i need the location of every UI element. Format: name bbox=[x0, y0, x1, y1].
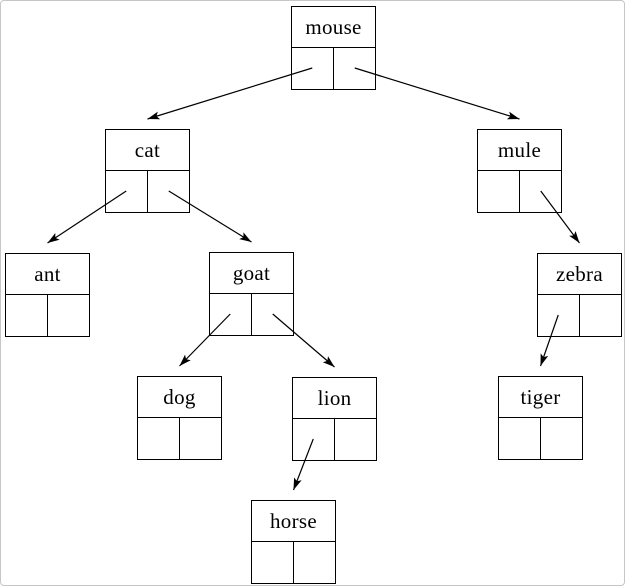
pointer-cells bbox=[538, 295, 621, 336]
left-pointer-cell bbox=[210, 294, 252, 335]
node-label: mule bbox=[478, 130, 561, 171]
right-pointer-cell bbox=[580, 295, 621, 336]
left-pointer-cell bbox=[478, 171, 520, 212]
pointer-cells bbox=[210, 294, 293, 335]
tree-node-lion: lion bbox=[292, 377, 377, 461]
tree-node-zebra: zebra bbox=[537, 253, 622, 337]
tree-node-mule: mule bbox=[477, 129, 562, 213]
edge-mouse-cat bbox=[147, 67, 313, 120]
pointer-cells bbox=[292, 48, 375, 89]
left-pointer-cell bbox=[499, 418, 541, 459]
left-pointer-cell bbox=[6, 295, 48, 336]
node-label: zebra bbox=[538, 254, 621, 295]
edge-mouse-mule bbox=[354, 67, 520, 120]
pointer-cells bbox=[499, 418, 582, 459]
node-label: horse bbox=[252, 501, 335, 542]
left-pointer-cell bbox=[538, 295, 580, 336]
tree-node-goat: goat bbox=[209, 252, 294, 336]
left-pointer-cell bbox=[252, 542, 294, 583]
pointer-cells bbox=[293, 419, 376, 460]
right-pointer-cell bbox=[334, 48, 375, 89]
pointer-cells bbox=[478, 171, 561, 212]
tree-node-horse: horse bbox=[251, 500, 336, 584]
right-pointer-cell bbox=[335, 419, 376, 460]
tree-node-tiger: tiger bbox=[498, 376, 583, 460]
right-pointer-cell bbox=[252, 294, 293, 335]
pointer-cells bbox=[6, 295, 89, 336]
node-label: ant bbox=[6, 254, 89, 295]
tree-node-ant: ant bbox=[5, 253, 90, 337]
left-pointer-cell bbox=[293, 419, 335, 460]
left-pointer-cell bbox=[106, 171, 148, 212]
left-pointer-cell bbox=[292, 48, 334, 89]
node-label: tiger bbox=[499, 377, 582, 418]
left-pointer-cell bbox=[138, 418, 180, 459]
tree-node-cat: cat bbox=[105, 129, 190, 213]
tree-node-dog: dog bbox=[137, 376, 222, 460]
node-label: goat bbox=[210, 253, 293, 294]
right-pointer-cell bbox=[180, 418, 221, 459]
pointer-cells bbox=[252, 542, 335, 583]
right-pointer-cell bbox=[148, 171, 189, 212]
node-label: cat bbox=[106, 130, 189, 171]
pointer-cells bbox=[106, 171, 189, 212]
node-label: dog bbox=[138, 377, 221, 418]
right-pointer-cell bbox=[48, 295, 89, 336]
right-pointer-cell bbox=[294, 542, 335, 583]
tree-node-mouse: mouse bbox=[291, 6, 376, 90]
node-label: lion bbox=[293, 378, 376, 419]
right-pointer-cell bbox=[520, 171, 561, 212]
pointer-cells bbox=[138, 418, 221, 459]
node-label: mouse bbox=[292, 7, 375, 48]
right-pointer-cell bbox=[541, 418, 582, 459]
